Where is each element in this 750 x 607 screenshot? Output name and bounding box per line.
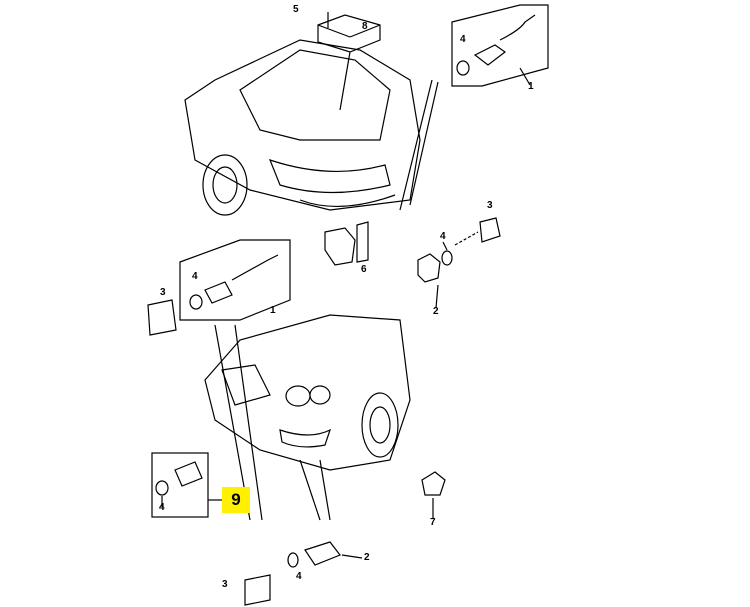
- bottom-parts-drawing: [244, 471, 446, 606]
- wiring-harness-box-rear: [399, 4, 549, 211]
- callout-3: 3: [160, 287, 166, 298]
- callout-1: 1: [270, 305, 276, 316]
- callout-4: 4: [192, 271, 198, 282]
- callout-6: 6: [361, 264, 367, 275]
- callout-4: 4: [460, 34, 466, 45]
- callout-4: 4: [296, 571, 302, 582]
- highlighted-callout-9[interactable]: 9: [222, 487, 250, 513]
- middle-parts-drawing: [324, 217, 501, 309]
- callout-2: 2: [364, 552, 370, 563]
- callout-3: 3: [487, 200, 493, 211]
- callout-4: 4: [159, 502, 165, 513]
- control-unit-drawing: [317, 12, 381, 111]
- wiring-harness-box-front: [147, 239, 291, 336]
- sensor-box-front: [151, 452, 222, 518]
- callout-2: 2: [433, 306, 439, 317]
- callout-3: 3: [222, 579, 228, 590]
- rear-car-drawing: [184, 39, 421, 216]
- callout-7: 7: [430, 517, 436, 528]
- callout-8: 8: [362, 21, 368, 32]
- callout-5: 5: [293, 4, 299, 15]
- callout-4: 4: [440, 231, 446, 242]
- callout-1: 1: [528, 81, 534, 92]
